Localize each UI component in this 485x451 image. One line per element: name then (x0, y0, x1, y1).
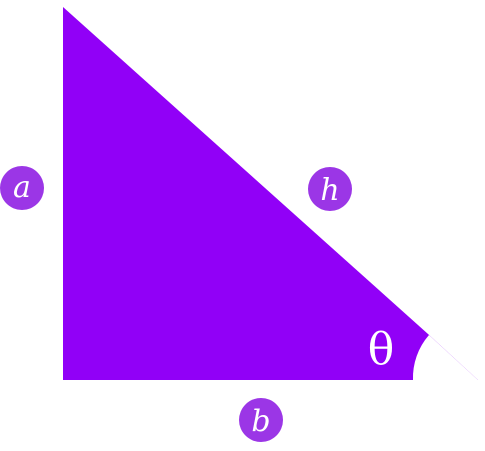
side-h-badge-circle (308, 167, 352, 211)
side-b-badge: b (239, 398, 283, 442)
side-b-label: b (251, 404, 270, 439)
side-h-badge: h (308, 167, 352, 211)
angle-label-theta: θ (368, 324, 395, 375)
side-a-badge-circle (0, 166, 44, 210)
side-h-label: h (320, 173, 339, 208)
right-triangle (63, 7, 478, 380)
angle-arc (412, 335, 478, 380)
side-a-badge: a (0, 166, 44, 210)
side-a-label: a (13, 170, 31, 205)
side-b-badge-circle (239, 398, 283, 442)
